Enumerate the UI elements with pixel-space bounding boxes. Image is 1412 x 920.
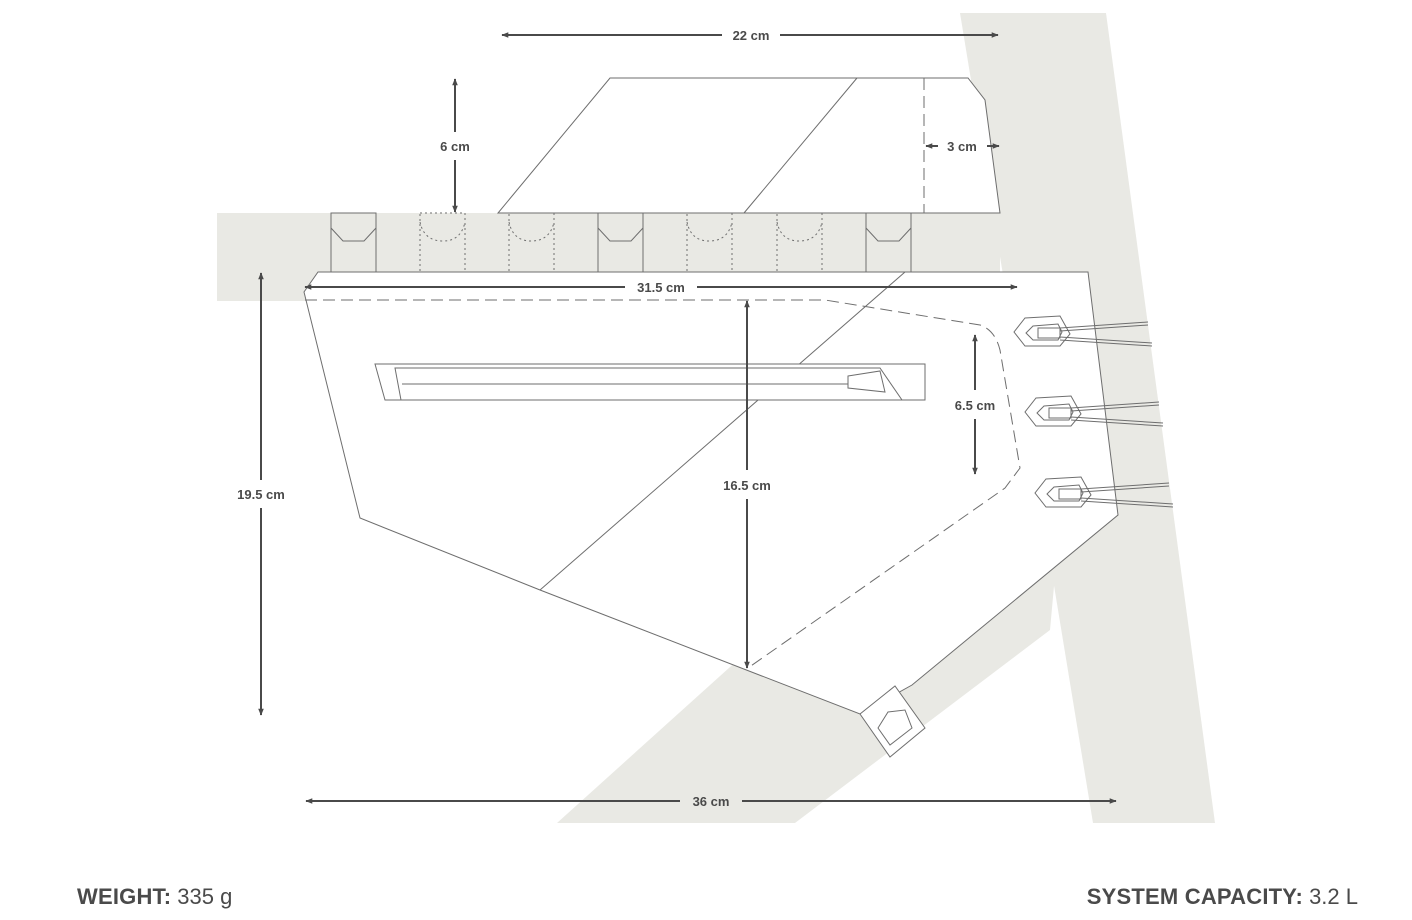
strap-1 bbox=[330, 212, 377, 273]
clip-2 bbox=[1024, 395, 1164, 427]
label-inner-height: 16.5 cm bbox=[723, 478, 771, 493]
dimension-lines bbox=[258, 32, 1117, 804]
dimension-labels: 22 cm 6 cm 3 cm 31.5 cm 19.5 cm 16.5 cm … bbox=[237, 28, 995, 809]
clip-3 bbox=[1034, 476, 1174, 508]
top-tube-bag bbox=[496, 77, 1001, 214]
label-top-height: 6 cm bbox=[440, 139, 470, 154]
clip-1 bbox=[1013, 315, 1153, 347]
frame-bag-seam bbox=[539, 271, 906, 591]
down-tube bbox=[557, 280, 1082, 823]
top-tube-straps bbox=[330, 212, 912, 273]
strap-2 bbox=[419, 212, 466, 273]
zipper-pull bbox=[847, 370, 886, 393]
strap-5 bbox=[686, 212, 733, 273]
weight-label: WEIGHT: bbox=[77, 884, 172, 909]
label-bottom-width: 36 cm bbox=[693, 794, 730, 809]
top-bag-body bbox=[496, 77, 1001, 214]
frame-bag-inner-panel bbox=[305, 299, 1021, 669]
down-tube-strap bbox=[859, 685, 926, 758]
label-top-depth: 3 cm bbox=[947, 139, 977, 154]
weight-value: 335 g bbox=[177, 884, 233, 909]
strap-6 bbox=[776, 212, 823, 273]
label-top-width: 22 cm bbox=[733, 28, 770, 43]
top-bag-seam bbox=[743, 77, 858, 214]
capacity-label: SYSTEM CAPACITY: bbox=[1086, 884, 1304, 909]
capacity-value: 3.2 L bbox=[1309, 884, 1358, 909]
seat-tube-clips bbox=[1013, 315, 1174, 508]
strap-7 bbox=[865, 212, 912, 273]
strap-3 bbox=[508, 212, 555, 273]
capacity-spec: SYSTEM CAPACITY:3.2 L bbox=[1087, 884, 1358, 910]
label-main-height: 19.5 cm bbox=[237, 487, 285, 502]
zipper bbox=[374, 363, 926, 401]
label-main-width: 31.5 cm bbox=[637, 280, 685, 295]
label-side-height: 6.5 cm bbox=[955, 398, 995, 413]
weight-spec: WEIGHT:335 g bbox=[77, 884, 232, 910]
strap-4 bbox=[597, 212, 644, 273]
